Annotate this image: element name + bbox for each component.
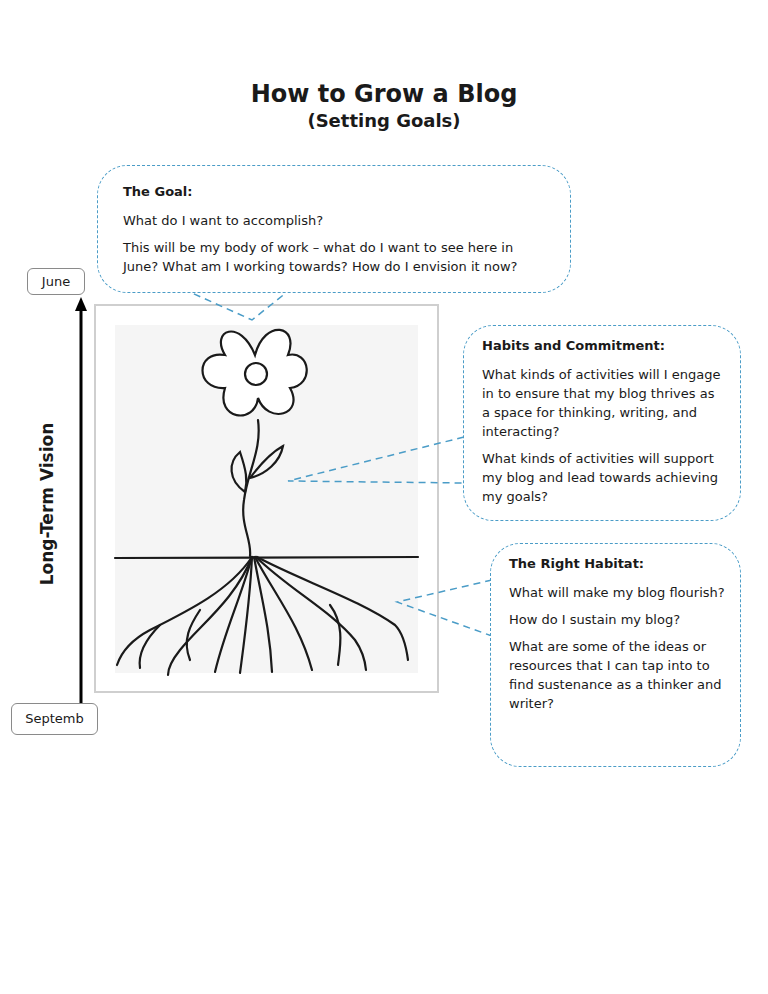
title-text: How to Grow a Blog (0, 80, 768, 108)
callout-body: What are some of the ideas or resources … (509, 637, 726, 713)
callout-body: This will be my body of work – what do I… (123, 238, 550, 276)
callout-body: What do I want to accomplish? (123, 211, 550, 230)
callout-body: How do I sustain my blog? (509, 610, 726, 629)
timeline-tag: Septemb (11, 703, 98, 735)
plant-drawing (115, 330, 418, 675)
axis-label: Long-Term Vision (37, 423, 57, 586)
callout-heading: The Right Habitat: (509, 554, 726, 573)
picture-frame (95, 305, 438, 692)
callout-body: What kinds of activities will I engage i… (482, 365, 726, 441)
timeline-arrow (75, 297, 87, 703)
timeline-tag: June (27, 268, 85, 295)
callout-heading: Habits and Commitment: (482, 336, 726, 355)
callout-body: What will make my blog flourish? (509, 583, 726, 602)
callout-body: What kinds of activities will support my… (482, 449, 726, 506)
tag-label: June (42, 274, 70, 289)
subtitle-text: (Setting Goals) (0, 110, 768, 131)
callout-heading: The Goal: (123, 182, 550, 201)
tag-label: Septemb (25, 711, 84, 726)
callout-bubble: Habits and Commitment: What kinds of acti… (463, 325, 741, 521)
picture-ground (115, 325, 418, 673)
callout-bubble: The Right Habitat: What will make my blog… (490, 543, 741, 767)
callout-tails (172, 284, 492, 636)
callout-bubble: The Goal: What do I want to accomplish? Th… (97, 165, 571, 293)
